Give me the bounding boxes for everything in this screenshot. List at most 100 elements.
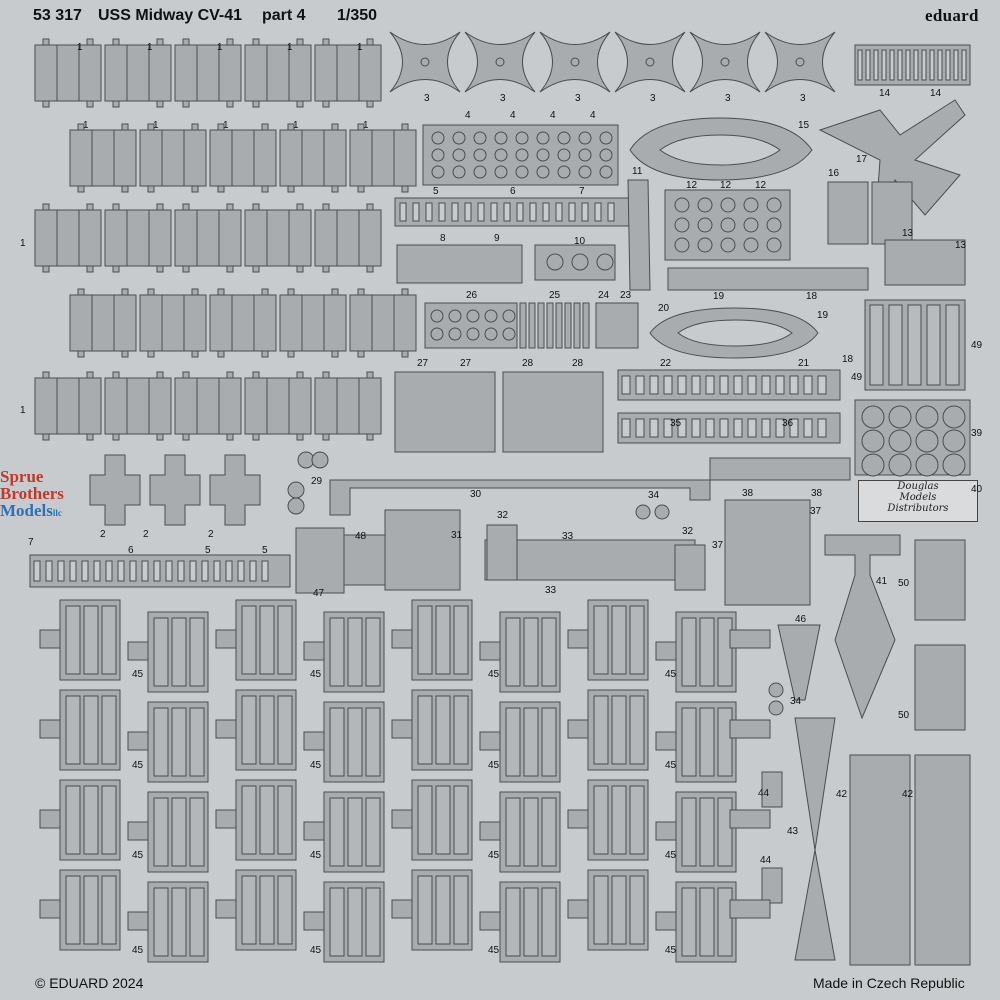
cross-part <box>209 454 261 526</box>
mount-bar-part <box>484 539 696 581</box>
part-number: 5 <box>433 186 439 197</box>
mesh-column <box>523 707 539 777</box>
mesh-column <box>541 887 557 957</box>
part-number: 24 <box>598 290 610 301</box>
deck-panel-part <box>174 44 242 102</box>
connector-tab <box>391 899 413 919</box>
small-ring-part <box>287 481 305 499</box>
fitting-element <box>719 418 729 438</box>
mesh-column <box>171 797 187 867</box>
mesh-column <box>259 785 275 855</box>
part-number: 3 <box>650 93 656 104</box>
panel-tab <box>121 288 129 296</box>
kit-scale: 1/350 <box>337 7 378 24</box>
deck-panel-part <box>69 129 137 187</box>
panel-tab <box>156 203 164 211</box>
fitting-element <box>649 375 659 395</box>
panel-tab <box>226 100 234 108</box>
panel-tab <box>401 288 409 296</box>
connector-tab <box>391 809 413 829</box>
fitting-element <box>594 202 602 222</box>
mesh-column <box>259 605 275 675</box>
panel-tab <box>147 350 155 358</box>
panel-tab <box>77 185 85 193</box>
ring-element <box>452 148 466 162</box>
panel-tab <box>252 433 260 441</box>
comb-strip-part <box>709 457 851 481</box>
mesh-column <box>699 797 715 867</box>
fitting-element <box>177 560 185 582</box>
mesh-column <box>365 707 381 777</box>
panel-tab <box>182 100 190 108</box>
part-number: 37 <box>712 540 724 551</box>
panel-tab <box>77 123 85 131</box>
fitting-element <box>568 202 576 222</box>
part-number: 3 <box>500 93 506 104</box>
ring-element <box>578 165 592 179</box>
panel-tab <box>322 38 330 46</box>
connector-tab <box>567 809 589 829</box>
ring-element <box>888 453 912 477</box>
mesh-column <box>417 605 433 675</box>
part-number: 7 <box>28 537 34 548</box>
panel-tab <box>217 350 225 358</box>
ring-element <box>473 131 487 145</box>
fitting-element <box>153 560 161 582</box>
part-number: 45 <box>488 945 500 956</box>
mesh-column <box>505 617 521 687</box>
fitting-element <box>529 202 537 222</box>
comb-slot <box>897 49 903 81</box>
mesh-column <box>153 797 169 867</box>
part-number: 1 <box>363 120 369 131</box>
mesh-column <box>717 617 733 687</box>
slat-block-part <box>595 302 639 349</box>
panel-tab <box>252 203 260 211</box>
wheel-element <box>720 237 736 253</box>
part-number: 31 <box>451 530 463 541</box>
fitting-element <box>733 418 743 438</box>
connector-tab <box>729 629 771 649</box>
connector-tab <box>567 899 589 919</box>
link-ring <box>571 253 589 271</box>
mesh-column <box>259 875 275 945</box>
part-number: 45 <box>488 850 500 861</box>
part-number: 46 <box>795 614 807 625</box>
part-number: 13 <box>955 240 967 251</box>
part-number: 2 <box>100 529 106 540</box>
part-number: 45 <box>488 669 500 680</box>
mesh-column <box>717 707 733 777</box>
mesh-column <box>259 695 275 765</box>
deck-panel-part <box>104 44 172 102</box>
part-number: 32 <box>497 510 509 521</box>
slat-part <box>573 302 581 349</box>
part-number: 18 <box>842 354 854 365</box>
panel-tab <box>366 371 374 379</box>
mesh-column <box>189 617 205 687</box>
part-number: 3 <box>575 93 581 104</box>
grille-column <box>926 304 941 386</box>
ring-element <box>502 309 516 323</box>
fitting-element <box>105 560 113 582</box>
part-number: 3 <box>424 93 430 104</box>
grille-panel-part <box>914 539 966 621</box>
fitting-element <box>129 560 137 582</box>
ring-element <box>599 148 613 162</box>
connector-tab <box>479 731 501 751</box>
panel-tab <box>191 123 199 131</box>
deck-panel-part <box>279 294 347 352</box>
panel-tab <box>86 38 94 46</box>
part-number: 15 <box>798 120 810 131</box>
part-number: 12 <box>720 180 732 191</box>
mesh-column <box>65 875 81 945</box>
panel-tab <box>182 38 190 46</box>
link-ring <box>546 253 564 271</box>
connector-tab <box>303 821 325 841</box>
panel-tab <box>86 265 94 273</box>
part-number: 45 <box>665 945 677 956</box>
fitting-element <box>69 560 77 582</box>
part-number: 8 <box>440 233 446 244</box>
bracket-strip-part <box>396 244 523 284</box>
part-number: 35 <box>670 418 682 429</box>
fitting-element <box>677 375 687 395</box>
mesh-column <box>83 605 99 675</box>
